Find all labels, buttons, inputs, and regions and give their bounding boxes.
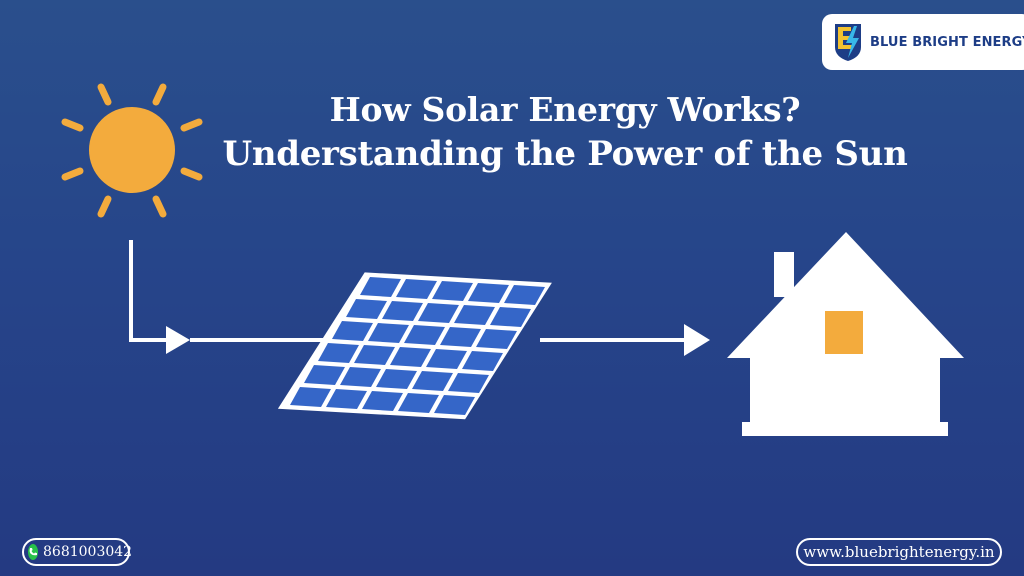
solar-cell xyxy=(390,347,431,367)
solar-cell xyxy=(396,279,437,299)
solar-cell xyxy=(412,371,453,391)
solar-panel-icon xyxy=(277,272,552,420)
house-icon xyxy=(727,232,964,436)
phone-contact[interactable]: 8681003042 xyxy=(22,538,133,566)
solar-cell xyxy=(490,307,531,327)
solar-cell xyxy=(318,343,359,363)
solar-cell xyxy=(462,351,503,371)
solar-cell xyxy=(440,327,481,347)
solar-cell xyxy=(340,367,381,387)
solar-cell xyxy=(382,301,423,321)
solar-cell xyxy=(362,391,403,411)
solar-cell xyxy=(504,285,545,305)
house-window xyxy=(825,311,863,354)
solar-cell xyxy=(376,369,417,389)
page-title: How Solar Energy Works? Understanding th… xyxy=(200,90,930,175)
solar-cell xyxy=(346,299,387,319)
title-line-2: Understanding the Power of the Sun xyxy=(222,134,908,175)
phone-number: 8681003042 xyxy=(43,544,133,560)
solar-cell xyxy=(332,321,373,341)
brand-logo[interactable]: BLUE BRIGHT ENERGY xyxy=(822,14,1024,70)
solar-cell xyxy=(354,345,395,365)
website-link[interactable]: www.bluebrightenergy.in xyxy=(796,538,1002,566)
solar-cell xyxy=(368,323,409,343)
solar-cell xyxy=(360,277,401,297)
solar-cell xyxy=(404,325,445,345)
arrow-right-icon xyxy=(684,324,710,356)
solar-cell xyxy=(448,373,489,393)
lightning-e-shield-icon xyxy=(835,24,861,61)
website-url: www.bluebrightenergy.in xyxy=(803,543,995,561)
panel-to-house-arrow xyxy=(540,324,710,356)
solar-cell xyxy=(454,305,495,325)
solar-cell xyxy=(290,387,331,407)
solar-cell xyxy=(326,389,367,409)
solar-cell xyxy=(476,329,517,349)
sun-icon xyxy=(61,83,203,218)
solar-cell xyxy=(432,281,473,301)
sun-to-panel-arrow xyxy=(129,240,330,354)
brand-name: BLUE BRIGHT ENERGY xyxy=(870,34,1024,50)
title-line-1: How Solar Energy Works? xyxy=(329,90,801,129)
solar-cell xyxy=(468,283,509,303)
phone-icon xyxy=(28,544,38,560)
solar-cell xyxy=(304,365,345,385)
solar-cell xyxy=(398,393,439,413)
solar-cell xyxy=(426,349,467,369)
solar-cell xyxy=(434,395,475,415)
solar-cell xyxy=(418,303,459,323)
arrow-right-icon xyxy=(166,326,190,354)
